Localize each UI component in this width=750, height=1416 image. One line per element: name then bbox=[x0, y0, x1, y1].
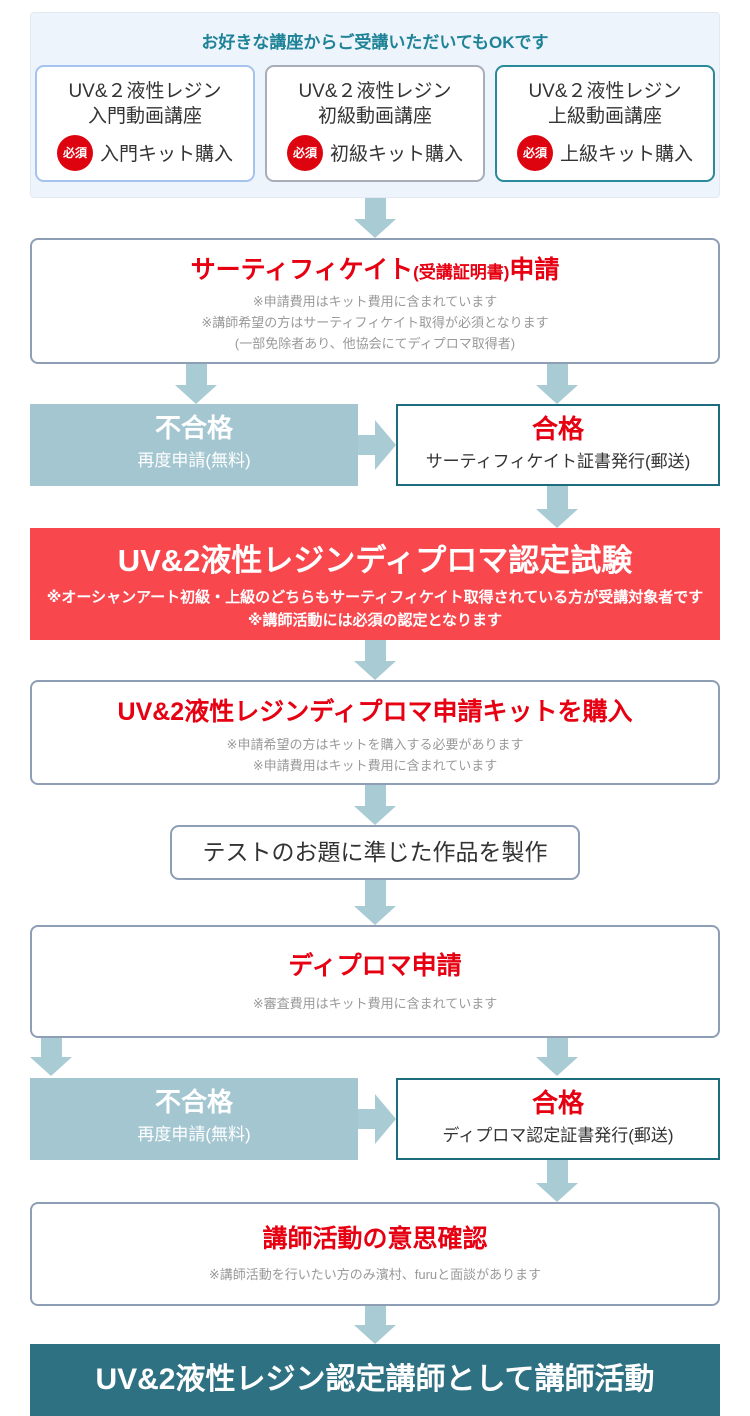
required-badge: 必須 bbox=[56, 134, 93, 171]
kit-row: 必須 入門キット購入 bbox=[37, 134, 253, 171]
instructor-intent-box: 講師活動の意思確認 ※講師活動を行いたい方のみ濱村、furuと面談があります bbox=[30, 1202, 720, 1306]
work-production-box: テストのお題に準じた作品を製作 bbox=[170, 825, 580, 880]
note-line: ※審査費用はキット費用に含まれています bbox=[252, 996, 498, 1011]
note-line: ※オーシャンアート初級・上級のどちらもサーティフィケイト取得されている方が受講対… bbox=[46, 588, 704, 606]
arrow-right-icon bbox=[358, 1094, 396, 1144]
certificate-title-suffix: 申請 bbox=[509, 256, 560, 284]
certificate-title: サーティフィケイト(受講証明書)申請 bbox=[32, 255, 718, 285]
certificate-application-box: サーティフィケイト(受講証明書)申請 ※申請費用はキット費用に含まれています ※… bbox=[30, 238, 720, 364]
course-card-advanced: UV&２液性レジン 上級動画講座 必須 上級キット購入 bbox=[495, 65, 715, 182]
arrow-down-icon bbox=[536, 1038, 578, 1076]
flow-connector-horizontal bbox=[358, 1078, 396, 1160]
required-badge: 必須 bbox=[286, 134, 323, 171]
flow-connector bbox=[30, 486, 720, 528]
course-name-line2: 入門動画講座 bbox=[87, 106, 202, 128]
arrow-down-icon bbox=[30, 1038, 72, 1076]
diploma-exam-banner: UV&2液性レジンディプロマ認定試験 ※オーシャンアート初級・上級のどちらもサー… bbox=[30, 528, 720, 640]
course-name-line2: 初級動画講座 bbox=[317, 106, 432, 128]
certificate-pass-box: 合格 サーティフィケイト証書発行(郵送) bbox=[396, 404, 720, 486]
diploma-result-row: 不合格 再度申請(無料) 合格 ディプロマ認定証書発行(郵送) bbox=[30, 1078, 720, 1160]
certificate-fail-box: 不合格 再度申請(無料) bbox=[30, 404, 358, 486]
note-line: ※講師活動を行いたい方のみ濱村、furuと面談があります bbox=[208, 1267, 542, 1282]
arrow-down-icon bbox=[536, 486, 578, 528]
kit-row: 必須 上級キット購入 bbox=[497, 134, 713, 171]
course-card-elementary: UV&２液性レジン 初級動画講座 必須 初級キット購入 bbox=[265, 65, 485, 182]
diploma-fail-box: 不合格 再度申請(無料) bbox=[30, 1078, 358, 1160]
fail-title: 不合格 bbox=[154, 413, 233, 443]
course-name-line1: UV&２液性レジン bbox=[298, 81, 452, 102]
exam-notes: ※オーシャンアート初級・上級のどちらもサーティフィケイト取得されている方が受講対… bbox=[30, 586, 720, 633]
required-badge: 必須 bbox=[516, 134, 553, 171]
arrow-down-icon bbox=[354, 640, 396, 680]
arrow-right-icon bbox=[358, 420, 396, 470]
flow-connector bbox=[30, 880, 720, 925]
arrow-down-icon bbox=[354, 880, 396, 925]
note-line: ※申請希望の方はキットを購入する必要があります bbox=[226, 737, 524, 752]
final-activity-banner: UV&2液性レジン認定講師として講師活動 bbox=[30, 1344, 720, 1416]
arrow-down-icon bbox=[354, 785, 396, 825]
kit-label: 上級キット購入 bbox=[559, 144, 693, 166]
certificate-title-main: サーティフィケイト bbox=[190, 256, 414, 284]
course-card-beginner: UV&２液性レジン 入門動画講座 必須 入門キット購入 bbox=[35, 65, 255, 182]
certificate-result-row: 不合格 再度申請(無料) 合格 サーティフィケイト証書発行(郵送) bbox=[30, 404, 720, 486]
pass-title: 合格 bbox=[531, 414, 584, 444]
note-line: ※講師活動には必須の認定となります bbox=[247, 612, 503, 629]
arrow-down-icon bbox=[536, 364, 578, 404]
exam-title: UV&2液性レジンディプロマ認定試験 bbox=[117, 543, 633, 578]
diploma-application-box: ディプロマ申請 ※審査費用はキット費用に含まれています bbox=[30, 925, 720, 1038]
fail-subtitle: 再度申請(無料) bbox=[137, 1124, 251, 1144]
flow-connector bbox=[30, 640, 720, 680]
flow-connector bbox=[30, 1160, 720, 1202]
course-cards: UV&２液性レジン 入門動画講座 必須 入門キット購入 UV&２液性レジン 初級… bbox=[35, 65, 715, 182]
arrow-down-icon bbox=[175, 364, 217, 404]
note-line: ※申請費用はキット費用に含まれています bbox=[252, 294, 498, 309]
pass-subtitle: ディプロマ認定証書発行(郵送) bbox=[442, 1125, 674, 1145]
note-line: (一部免除者あり、他協会にてディプロマ取得者) bbox=[234, 336, 516, 352]
course-name-line1: UV&２液性レジン bbox=[528, 81, 682, 102]
flow-connector-split bbox=[30, 1038, 720, 1078]
certificate-title-paren: (受講証明書) bbox=[413, 263, 510, 282]
pass-subtitle: サーティフィケイト証書発行(郵送) bbox=[425, 451, 691, 471]
flow-connector bbox=[30, 785, 720, 825]
arrow-down-icon bbox=[536, 1160, 578, 1202]
intent-title: 講師活動の意思確認 bbox=[262, 1225, 488, 1253]
arrow-down-icon bbox=[354, 198, 396, 238]
kit-row: 必須 初級キット購入 bbox=[267, 134, 483, 171]
kit-purchase-notes: ※申請希望の方はキットを購入する必要があります ※申請費用はキット費用に含まれて… bbox=[32, 734, 718, 776]
kit-label: 初級キット購入 bbox=[329, 144, 463, 166]
diploma-title: ディプロマ申請 bbox=[288, 952, 462, 980]
intro-title: お好きな講座からご受講いただいてもOKです bbox=[201, 33, 549, 52]
kit-label: 入門キット購入 bbox=[99, 144, 233, 166]
course-name-line2: 上級動画講座 bbox=[547, 106, 662, 128]
certificate-notes: ※申請費用はキット費用に含まれています ※講師希望の方はサーティフィケイト取得が… bbox=[32, 291, 718, 354]
flow-connector bbox=[30, 1306, 720, 1344]
flow-connector-horizontal bbox=[358, 404, 396, 486]
intro-section: お好きな講座からご受講いただいてもOKです UV&２液性レジン 入門動画講座 必… bbox=[30, 12, 720, 198]
fail-title: 不合格 bbox=[154, 1087, 233, 1117]
flow-connector-split bbox=[30, 364, 720, 404]
course-name-line1: UV&２液性レジン bbox=[68, 81, 222, 102]
flow-connector bbox=[30, 198, 720, 238]
fail-subtitle: 再度申請(無料) bbox=[137, 450, 251, 470]
note-line: ※申請費用はキット費用に含まれています bbox=[252, 758, 498, 774]
diploma-notes: ※審査費用はキット費用に含まれています bbox=[32, 993, 718, 1014]
pass-title: 合格 bbox=[531, 1088, 584, 1118]
arrow-down-icon bbox=[354, 1306, 396, 1344]
intent-notes: ※講師活動を行いたい方のみ濱村、furuと面談があります bbox=[32, 1264, 718, 1285]
note-line: ※講師希望の方はサーティフィケイト取得が必須となります bbox=[201, 315, 549, 331]
kit-purchase-box: UV&2液性レジンディプロマ申請キットを購入 ※申請希望の方はキットを購入する必… bbox=[30, 680, 720, 785]
kit-purchase-title: UV&2液性レジンディプロマ申請キットを購入 bbox=[117, 698, 633, 726]
diploma-pass-box: 合格 ディプロマ認定証書発行(郵送) bbox=[396, 1078, 720, 1160]
